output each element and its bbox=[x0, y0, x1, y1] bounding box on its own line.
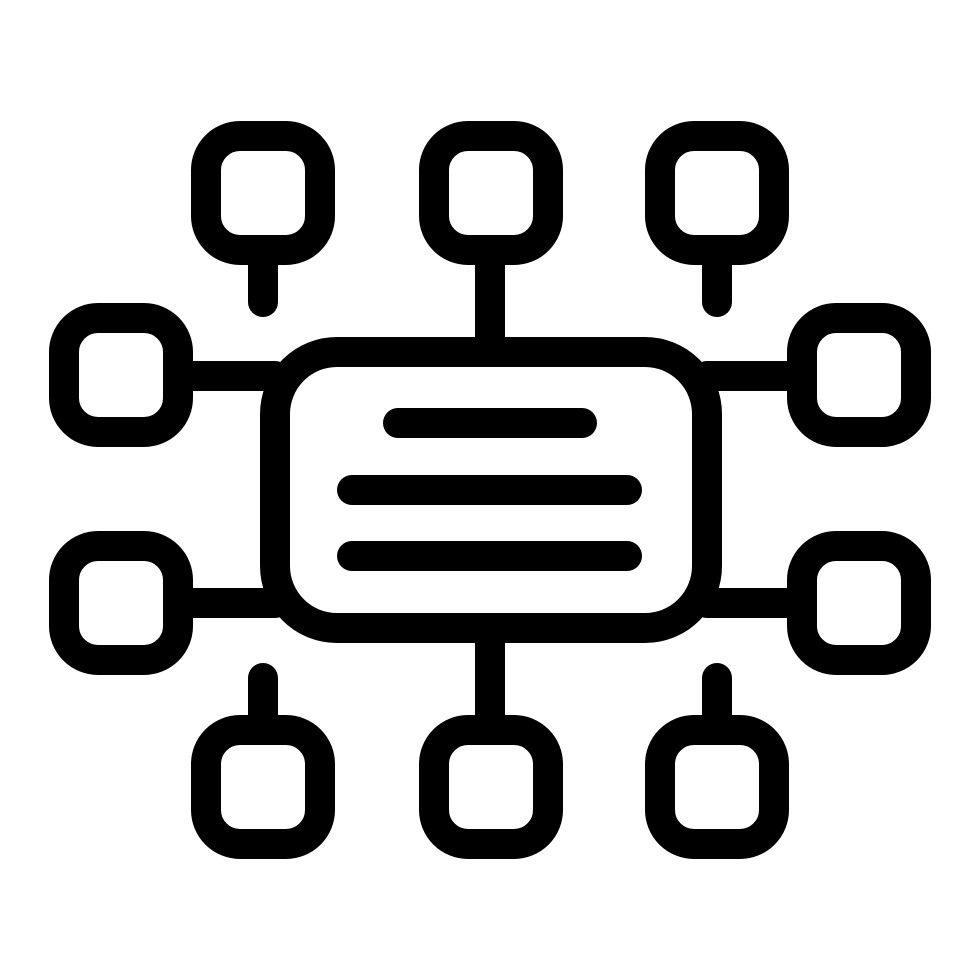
node-bottom-right bbox=[645, 715, 789, 859]
node-left-upper bbox=[49, 303, 193, 447]
node-top-left bbox=[191, 121, 335, 265]
node-bottom-center bbox=[419, 715, 563, 859]
node-right-lower bbox=[787, 531, 931, 675]
node-left-lower bbox=[49, 531, 193, 675]
node-top-right bbox=[645, 121, 789, 265]
node-bottom-left bbox=[191, 715, 335, 859]
node-top-center bbox=[419, 121, 563, 265]
node-right-upper bbox=[787, 303, 931, 447]
